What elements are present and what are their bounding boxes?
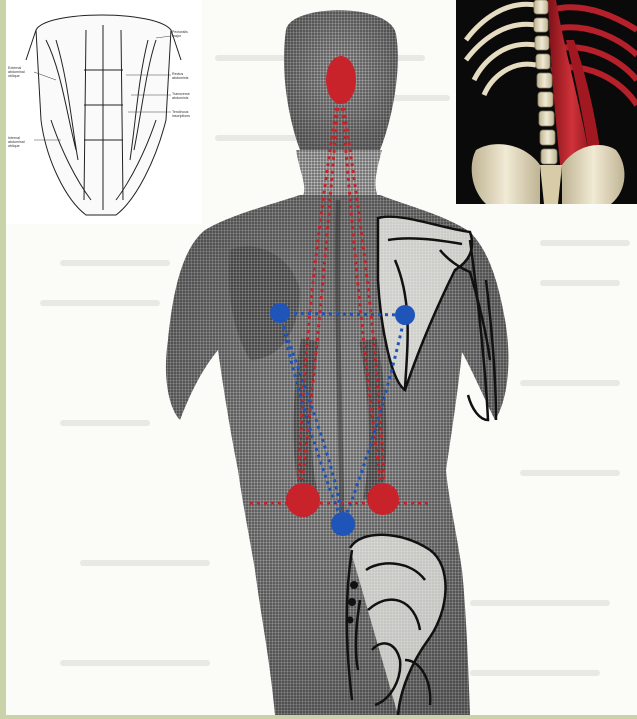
spine-muscles-render xyxy=(456,0,637,204)
label-transverse-abdominis: Transverse abdominis xyxy=(172,92,190,100)
red-trigger-point-lumbar-right xyxy=(367,483,399,515)
label-pectoralis-major: Pectoralis major xyxy=(172,30,188,38)
label-tendinous-inscriptions: Tendinous inscriptions xyxy=(172,110,190,118)
label-internal-oblique: Internal abdominal oblique xyxy=(8,136,25,148)
blue-trigger-point-right-scapula xyxy=(395,305,415,325)
spine-muscles-inset xyxy=(456,0,637,204)
left-border xyxy=(0,0,6,719)
torso xyxy=(166,195,508,715)
blue-trigger-point-sacral xyxy=(331,512,355,536)
label-rectus-abdominis: Rectus abdominis xyxy=(172,72,188,80)
red-trigger-point-lumbar-left xyxy=(286,483,320,517)
blue-trigger-point-left-scapula xyxy=(270,303,290,323)
head xyxy=(284,10,398,200)
bottom-border xyxy=(0,715,637,719)
abdominal-muscles-inset: External abdominal oblique Pectoralis ma… xyxy=(6,0,202,224)
label-external-oblique: External abdominal oblique xyxy=(8,66,25,78)
red-trigger-point-neck xyxy=(326,56,356,104)
